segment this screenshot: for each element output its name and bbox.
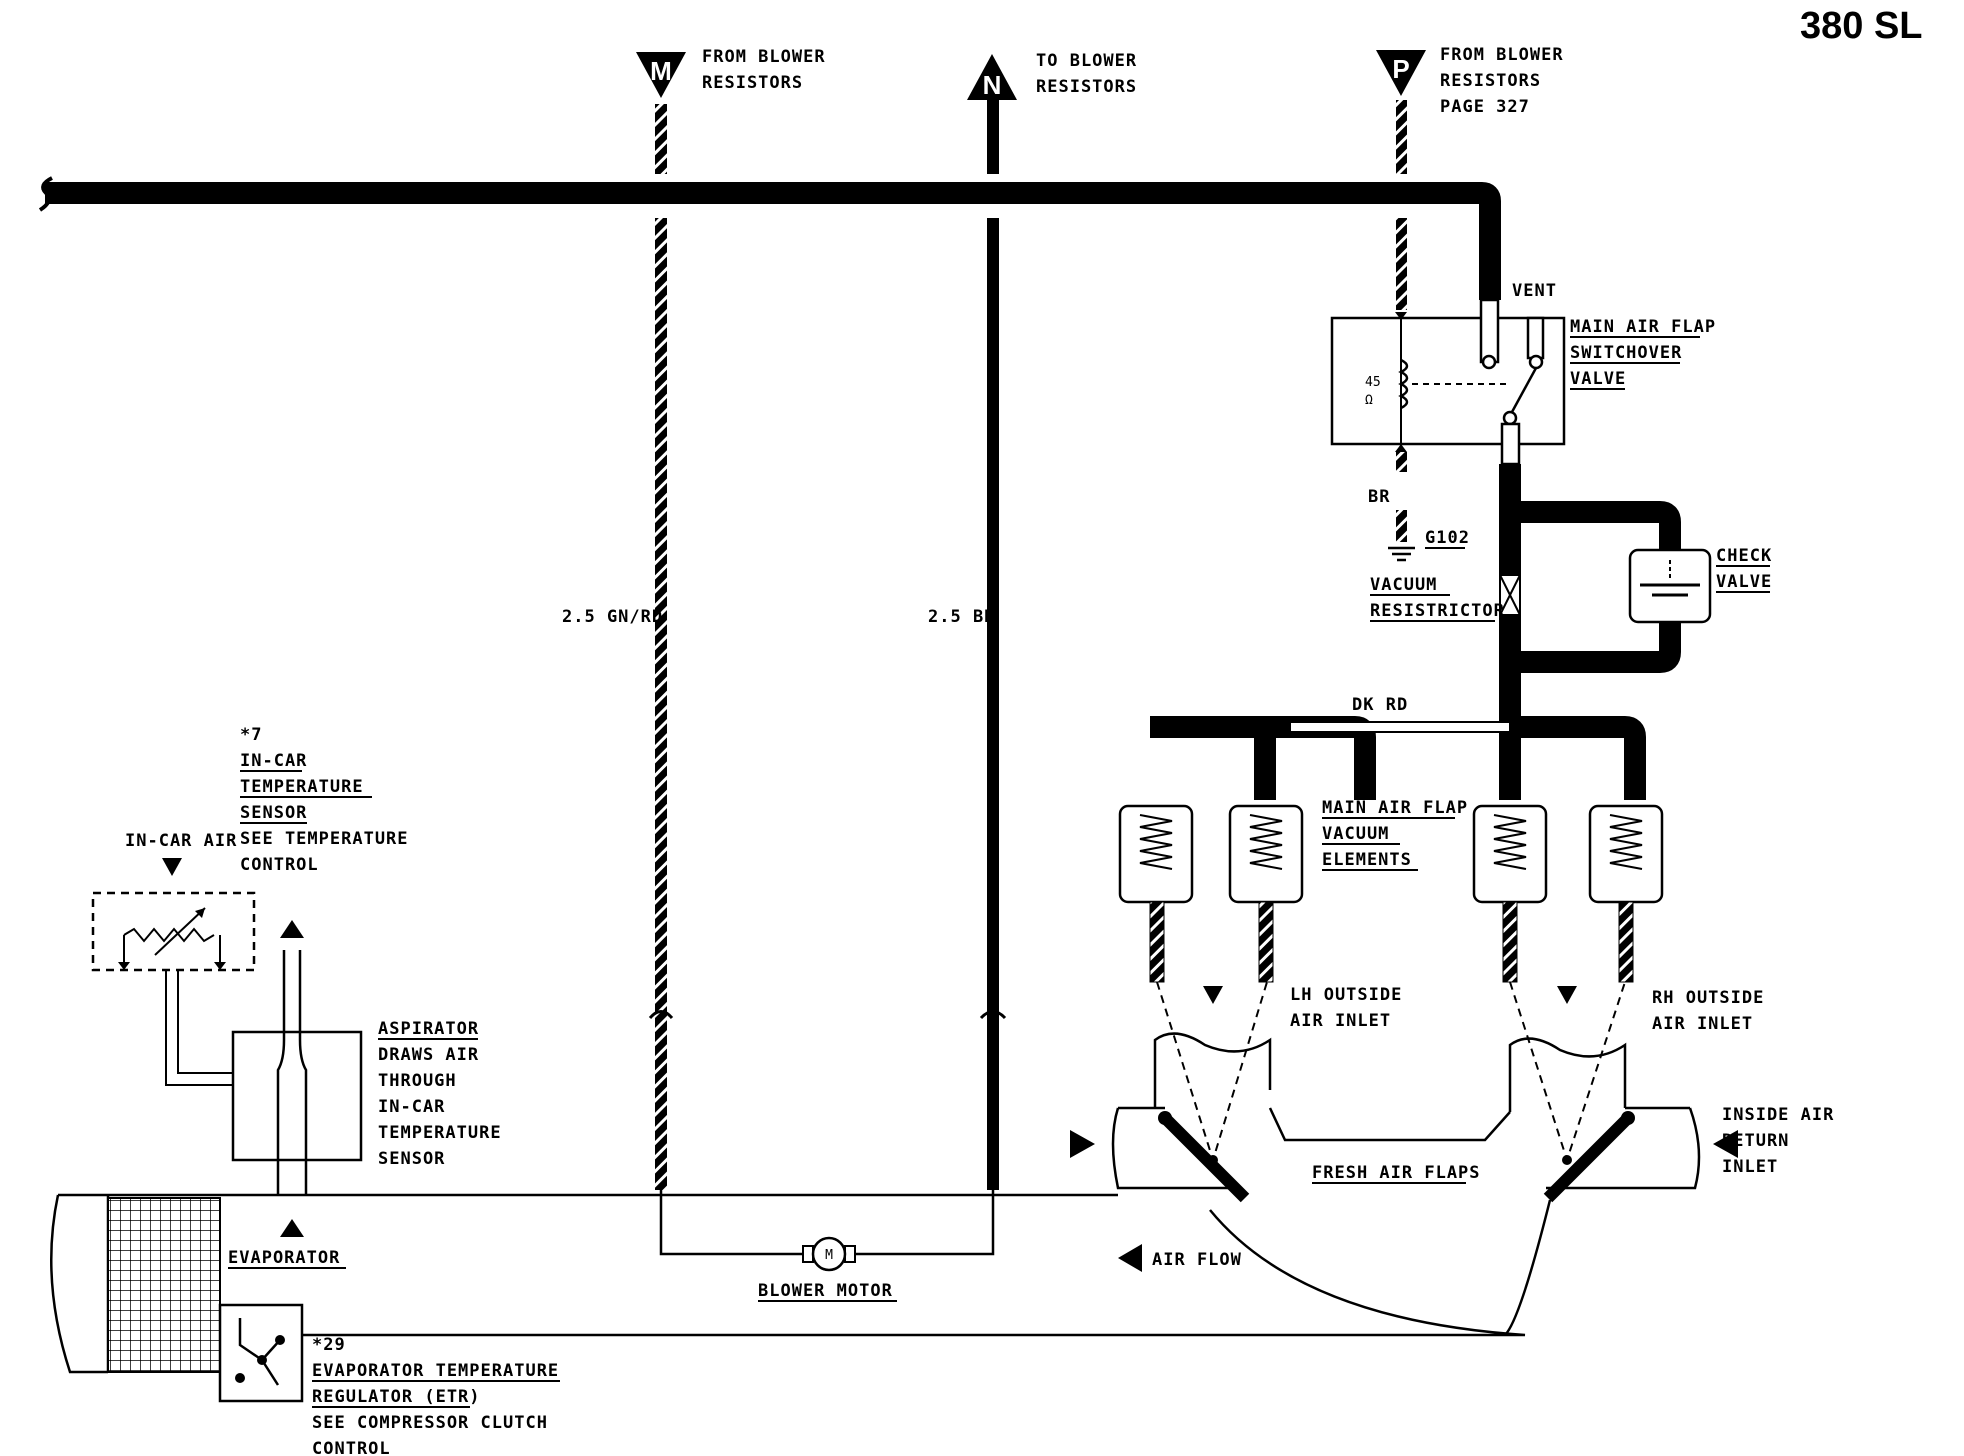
switchover-vent: VENT xyxy=(1512,281,1557,301)
evaporator-label-group: EVAPORATOR xyxy=(228,1248,346,1269)
vacuum-elements-label: MAIN AIR FLAP VACUUM ELEMENTS xyxy=(1322,798,1468,871)
wire-gn-rd-label: 2.5 GN/RD xyxy=(562,607,663,627)
ground-label: G102 xyxy=(1425,528,1470,548)
check-valve-line1: CHECK xyxy=(1716,546,1772,566)
vacuum-elements-line1: MAIN AIR FLAP xyxy=(1322,798,1468,818)
blower-motor-label: BLOWER MOTOR xyxy=(758,1281,893,1301)
dk-rd-label: DK RD xyxy=(1352,695,1408,715)
in-car-sensor-line5: CONTROL xyxy=(240,855,319,875)
aspirator-line1: ASPIRATOR xyxy=(378,1019,479,1039)
connector-m: M FROM BLOWER RESISTORS xyxy=(636,47,826,98)
etr-line3: SEE COMPRESSOR CLUTCH xyxy=(312,1413,548,1433)
ground-g102: BR G102 xyxy=(1368,452,1470,562)
aspirator-line5: TEMPERATURE xyxy=(378,1123,502,1143)
vacuum-element-3 xyxy=(1472,804,1548,983)
aspirator-line3: THROUGH xyxy=(378,1071,457,1091)
vacuum-element-2 xyxy=(1228,804,1304,983)
in-car-sensor-line4: SEE TEMPERATURE xyxy=(240,829,409,849)
aspirator-line2: DRAWS AIR xyxy=(378,1045,479,1065)
switchover-valve: 45 Ω VENT MAIN AIR FLAP SWITCHOVER VALVE xyxy=(1330,281,1716,466)
wire-br: 2.5 BR xyxy=(928,100,1007,1190)
switchover-ohms: 45 xyxy=(1365,375,1381,390)
wire-gn-rd: 2.5 GN/RD xyxy=(562,104,674,1190)
lh-inlet-line2: AIR INLET xyxy=(1290,1011,1391,1031)
vacuum-hoses: DK RD xyxy=(1150,464,1681,800)
vacuum-restrictor: VACUUM RESISTRICTOR xyxy=(1370,575,1505,622)
vacuum-elements-line2: VACUUM xyxy=(1322,824,1389,844)
rh-outside-inlet: RH OUTSIDE AIR INLET xyxy=(1508,981,1764,1164)
ground-wire-label: BR xyxy=(1368,487,1390,507)
aspirator: ASPIRATOR DRAWS AIR THROUGH IN-CAR TEMPE… xyxy=(165,920,502,1237)
connector-n-letter: N xyxy=(983,70,1002,100)
inside-air-line1: INSIDE AIR xyxy=(1722,1105,1834,1125)
lh-outside-inlet: LH OUTSIDE AIR INLET xyxy=(1153,981,1402,1164)
connector-p-line1: FROM BLOWER xyxy=(1440,45,1564,65)
connector-p-line3: PAGE 327 xyxy=(1440,97,1530,117)
connector-p: P FROM BLOWER RESISTORS PAGE 327 xyxy=(1376,45,1564,117)
air-flow: AIR FLOW xyxy=(1118,1244,1242,1272)
in-car-sensor-line3: SENSOR xyxy=(240,803,307,823)
connector-n: N TO BLOWER RESISTORS xyxy=(967,51,1137,100)
switchover-line1: MAIN AIR FLAP xyxy=(1570,317,1716,337)
blower-motor-symbol: M xyxy=(825,1248,833,1263)
vacuum-restrictor-line1: VACUUM xyxy=(1370,575,1437,595)
fresh-air-duct: FRESH AIR FLAPS xyxy=(1070,1106,1701,1203)
evaporator-core xyxy=(107,1197,221,1373)
lh-inlet-line1: LH OUTSIDE xyxy=(1290,985,1402,1005)
in-car-air-label: IN-CAR AIR xyxy=(125,831,237,851)
etr-ref: *29 xyxy=(312,1335,346,1355)
connector-p-line2: RESISTORS xyxy=(1440,71,1541,91)
in-car-temperature-sensor: IN-CAR AIR *7 IN-CAR TEMPERATURE SENSOR … xyxy=(91,725,409,972)
inside-air-return: INSIDE AIR RETURN INLET xyxy=(1713,1105,1834,1177)
page-title: 380 SL xyxy=(1800,5,1923,47)
connector-m-letter: M xyxy=(650,56,672,86)
in-car-sensor-ref: *7 xyxy=(240,725,262,745)
inside-air-line3: INLET xyxy=(1722,1157,1778,1177)
in-car-sensor-line2: TEMPERATURE xyxy=(240,777,364,797)
etr-line2: REGULATOR (ETR) xyxy=(312,1387,481,1407)
connector-n-line1: TO BLOWER xyxy=(1036,51,1137,71)
check-valve: CHECK VALVE xyxy=(1628,546,1772,624)
connector-m-line2: RESISTORS xyxy=(702,73,803,93)
rh-inlet-line1: RH OUTSIDE xyxy=(1652,988,1764,1008)
vacuum-elements-line3: ELEMENTS xyxy=(1322,850,1412,870)
air-flow-label: AIR FLOW xyxy=(1152,1250,1242,1270)
connector-n-line2: RESISTORS xyxy=(1036,77,1137,97)
switchover-line2: SWITCHOVER xyxy=(1570,343,1682,363)
switchover-line3: VALVE xyxy=(1570,369,1626,389)
inside-air-line2: RETURN xyxy=(1722,1131,1789,1151)
aspirator-line6: SENSOR xyxy=(378,1149,445,1169)
blower-motor: M BLOWER MOTOR xyxy=(659,1190,995,1302)
evaporator-label: EVAPORATOR xyxy=(228,1248,340,1268)
evaporator-temperature-regulator: *29 EVAPORATOR TEMPERATURE REGULATOR (ET… xyxy=(218,1303,560,1456)
main-vacuum-line xyxy=(38,176,1501,300)
fresh-air-flaps-label: FRESH AIR FLAPS xyxy=(1312,1163,1481,1183)
etr-line4: CONTROL xyxy=(312,1439,391,1456)
rh-inlet-line2: AIR INLET xyxy=(1652,1014,1753,1034)
vacuum-element-1 xyxy=(1118,804,1194,983)
wire-br-label: 2.5 BR xyxy=(928,607,995,627)
in-car-sensor-line1: IN-CAR xyxy=(240,751,307,771)
aspirator-line4: IN-CAR xyxy=(378,1097,445,1117)
wire-p xyxy=(1396,100,1407,310)
connector-m-line1: FROM BLOWER xyxy=(702,47,826,67)
switchover-ohm-symbol: Ω xyxy=(1365,393,1373,408)
connector-p-letter: P xyxy=(1392,54,1409,84)
etr-line1: EVAPORATOR TEMPERATURE xyxy=(312,1361,559,1381)
check-valve-line2: VALVE xyxy=(1716,572,1772,592)
vacuum-restrictor-line2: RESISTRICTOR xyxy=(1370,601,1505,621)
vacuum-element-4 xyxy=(1588,804,1664,983)
